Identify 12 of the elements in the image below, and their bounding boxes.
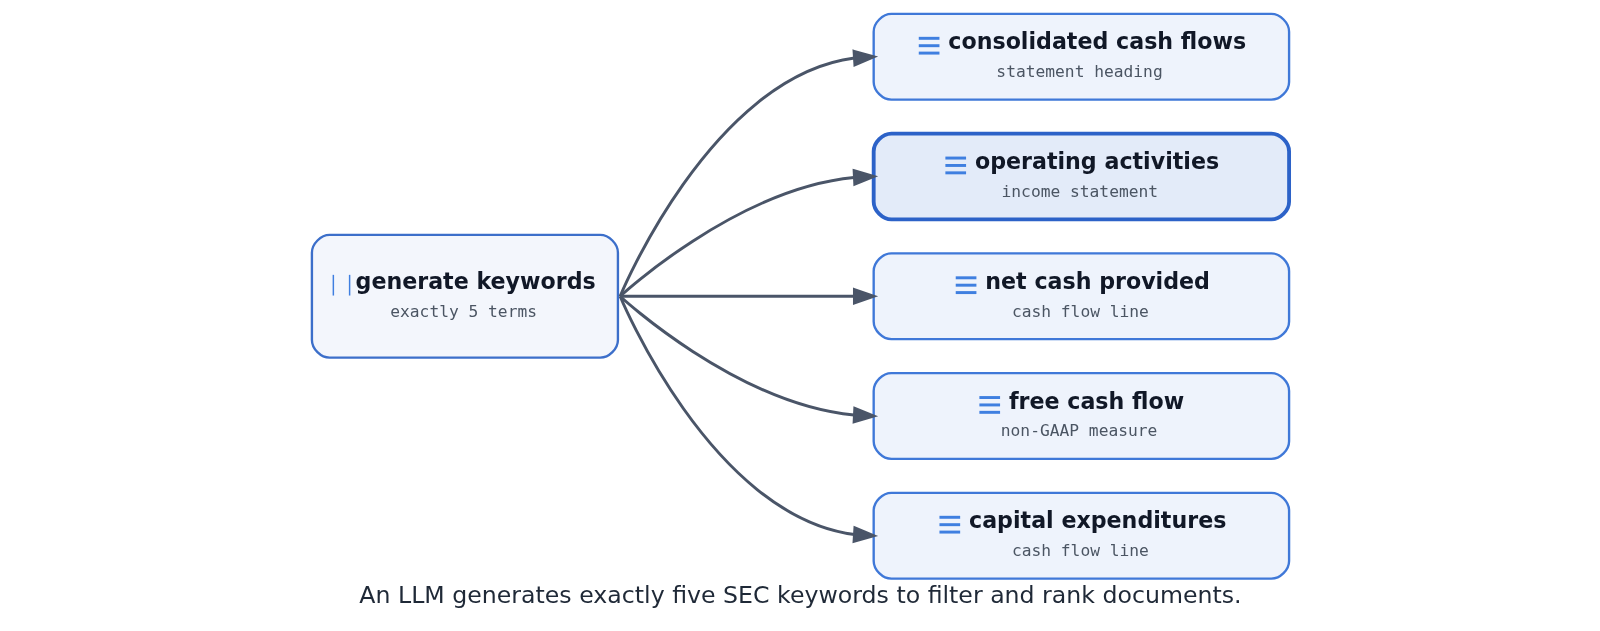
node-box: consolidated cash flows statement heading	[872, 12, 1290, 101]
node-box: operating activities income statement	[871, 131, 1291, 222]
node-box: capital expenditures cash flow line	[872, 491, 1290, 580]
arrow	[618, 295, 878, 424]
arrow	[619, 287, 878, 306]
caption: An LLM generates exactly five SEC keywords to filter and rank documents.	[358, 581, 1242, 610]
arrow	[618, 168, 878, 298]
arrow	[618, 49, 878, 297]
arrow	[618, 295, 878, 544]
node-box: net cash provided cash flow line	[872, 252, 1290, 341]
node-box: free cash flow non-GAAP measure	[872, 371, 1290, 461]
node-box: generate keywords exactly 5 terms	[310, 233, 619, 359]
